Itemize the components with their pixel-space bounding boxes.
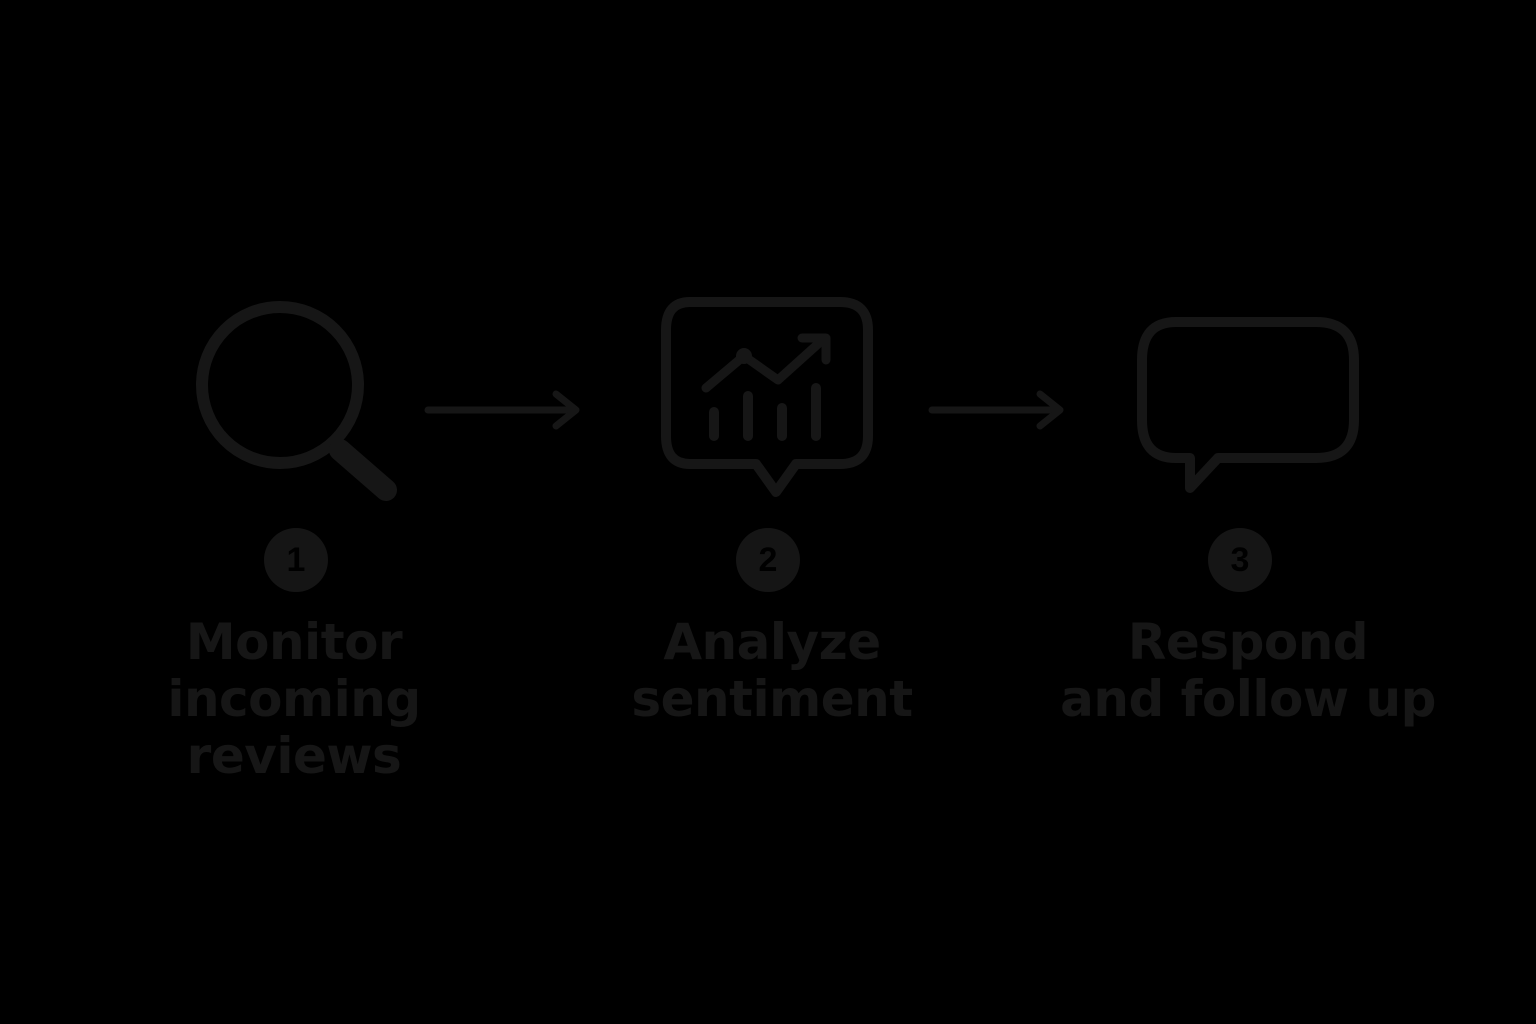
step-number-badge-3: 3 bbox=[1208, 528, 1272, 592]
step-number-badge-2: 2 bbox=[736, 528, 800, 592]
step-label-analyze: Analyze sentiment bbox=[582, 614, 962, 728]
step-number-badge-1: 1 bbox=[264, 528, 328, 592]
label-line: reviews bbox=[186, 727, 402, 785]
magnifying-glass-icon bbox=[196, 301, 397, 501]
label-line: Monitor bbox=[185, 613, 403, 671]
label-line: Respond bbox=[1127, 613, 1369, 671]
label-line: Analyze bbox=[663, 613, 881, 671]
label-line: incoming bbox=[167, 670, 421, 728]
right-arrow-icon bbox=[424, 390, 580, 430]
label-line: sentiment bbox=[631, 670, 913, 728]
step-label-monitor: Monitor incoming reviews bbox=[104, 614, 484, 785]
step-label-respond: Respond and follow up bbox=[1058, 614, 1438, 728]
right-arrow-icon bbox=[928, 390, 1064, 430]
speech-bubble-icon bbox=[1137, 317, 1359, 493]
chart-speech-bubble-icon bbox=[661, 297, 873, 497]
label-line: and follow up bbox=[1060, 670, 1436, 728]
